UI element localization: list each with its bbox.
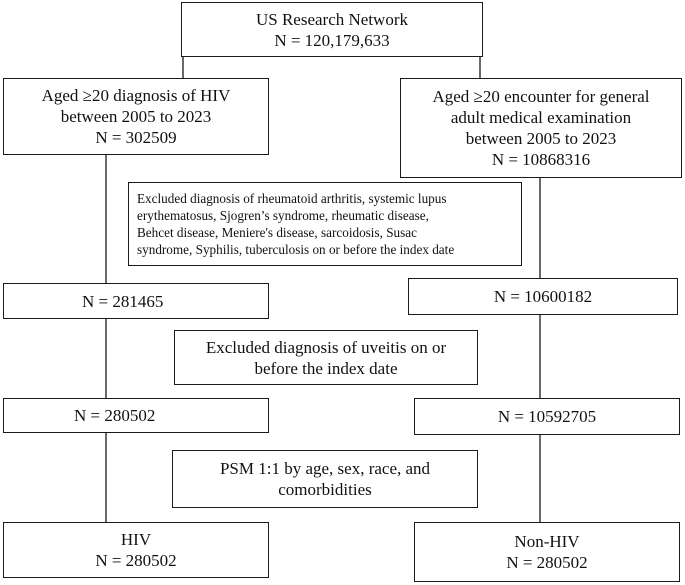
hiv-final-group-box: HIV N = 280502	[3, 522, 269, 578]
psm-matching-line-1: PSM 1:1 by age, sex, race, and	[219, 459, 431, 478]
control-cohort-count: N = 10868316	[491, 150, 591, 169]
exclusion-uveitis-line-1: Excluded diagnosis of uveitis on or	[205, 337, 447, 357]
psm-matching-line-2: comorbidities	[278, 480, 372, 499]
control-after-exclusion1-count: N = 10600182	[493, 287, 593, 306]
hiv-after-exclusion2-box: N = 280502	[3, 398, 269, 433]
exclusion-systemic-line-2: erythematosus, Sjogren’s syndrome, rheum…	[137, 208, 429, 223]
exclusion-systemic-line-3: Behcet disease, Meniere's disease, sarco…	[137, 225, 417, 240]
control-after-exclusion1-box: N = 10600182	[408, 278, 678, 315]
hiv-cohort-box: Aged ≥20 diagnosis of HIV between 2005 t…	[3, 78, 269, 155]
psm-matching-box: PSM 1:1 by age, sex, race, and comorbidi…	[172, 450, 478, 508]
source-network-title: US Research Network	[255, 9, 408, 29]
hiv-cohort-line-1: Aged ≥20 diagnosis of HIV	[41, 86, 231, 105]
hiv-after-exclusion2-count: N = 280502	[74, 406, 156, 425]
exclusion-uveitis-line-2: before the index date	[254, 358, 398, 378]
hiv-final-group-count: N = 280502	[95, 551, 177, 570]
exclusion-systemic-line-4: syndrome, Syphilis, tuberculosis on or b…	[137, 242, 455, 257]
control-after-exclusion2-count: N = 10592705	[497, 407, 597, 426]
source-network-box: US Research Network N = 120,179,633	[181, 2, 483, 57]
hiv-after-exclusion1-box: N = 281465	[3, 283, 269, 319]
exclusion-systemic-line-1: Excluded diagnosis of rheumatoid arthrit…	[137, 191, 447, 206]
control-cohort-line-3: between 2005 to 2023	[465, 129, 617, 148]
control-cohort-line-2: adult medical examination	[450, 108, 632, 127]
non-hiv-final-group-count: N = 280502	[506, 553, 588, 572]
hiv-final-group-label: HIV	[120, 530, 152, 549]
exclusion-uveitis-box: Excluded diagnosis of uveitis on or befo…	[174, 330, 478, 385]
non-hiv-final-group-label: Non-HIV	[514, 532, 580, 551]
control-cohort-line-1: Aged ≥20 encounter for general	[432, 87, 650, 106]
control-cohort-box: Aged ≥20 encounter for general adult med…	[400, 78, 682, 178]
control-after-exclusion2-box: N = 10592705	[414, 398, 680, 435]
hiv-cohort-count: N = 302509	[95, 128, 177, 147]
hiv-after-exclusion1-count: N = 281465	[82, 291, 164, 311]
exclusion-systemic-disease-box: Excluded diagnosis of rheumatoid arthrit…	[128, 182, 522, 266]
source-network-count: N = 120,179,633	[274, 30, 390, 50]
hiv-cohort-line-2: between 2005 to 2023	[60, 107, 212, 126]
non-hiv-final-group-box: Non-HIV N = 280502	[414, 522, 680, 582]
